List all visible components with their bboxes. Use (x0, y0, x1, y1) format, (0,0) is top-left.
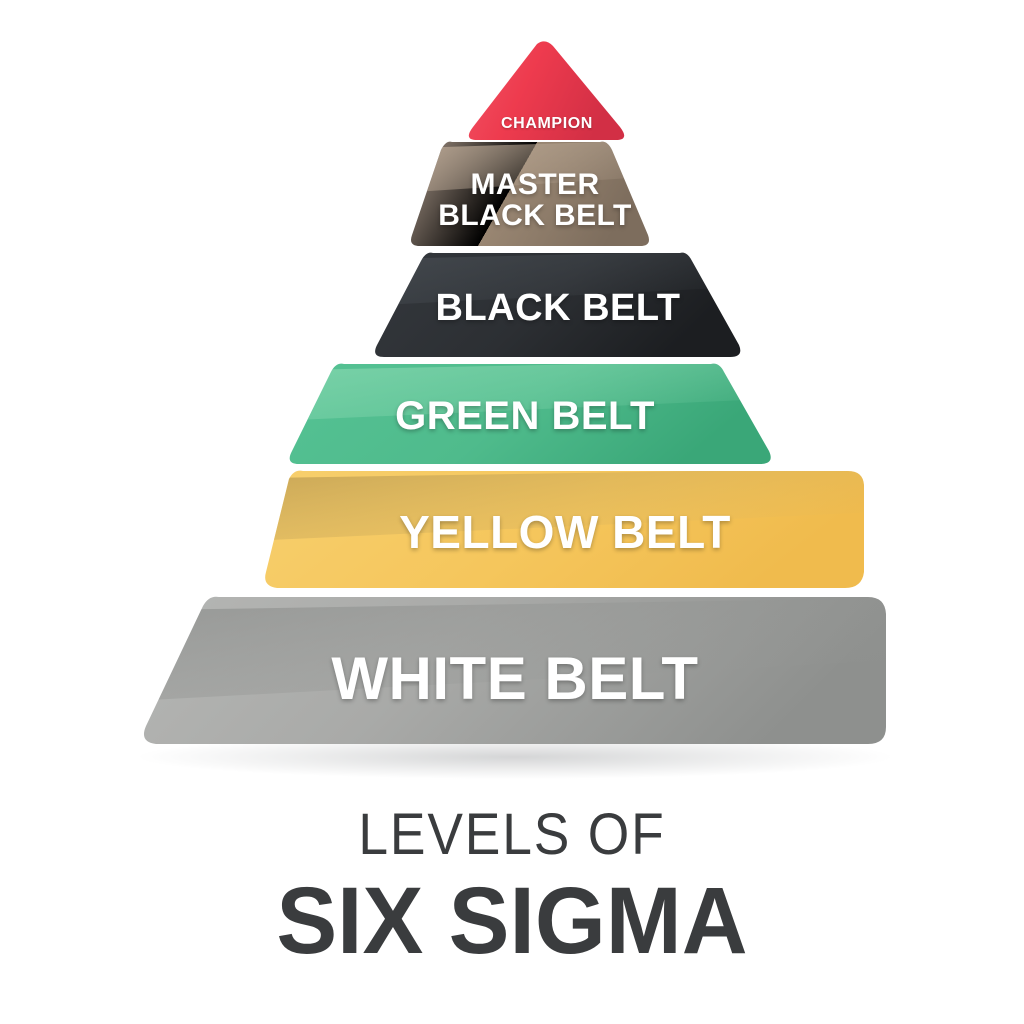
tier-shape-champion (468, 41, 625, 140)
tier-shape-white-belt (143, 596, 887, 744)
pyramid-ground-shadow (137, 735, 893, 779)
title-line-levels-of: LEVELS OF (358, 802, 666, 867)
title-line-six-sigma: SIX SIGMA (276, 868, 748, 974)
tier-shape-master-black-belt (411, 141, 649, 246)
pyramid-graphic (137, 41, 893, 779)
tier-shape-green-belt (289, 363, 771, 464)
tier-shape-yellow-belt (265, 470, 864, 588)
tier-shape-black-belt (375, 252, 741, 357)
title-block: LEVELS OF SIX SIGMA (0, 806, 1024, 969)
